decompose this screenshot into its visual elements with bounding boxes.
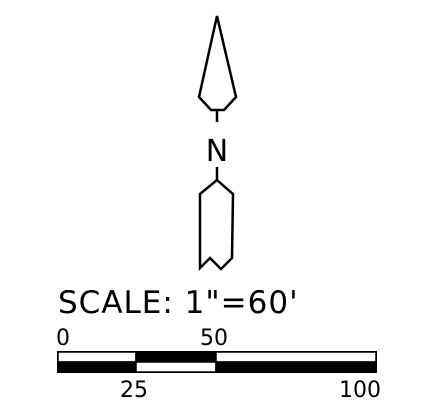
scale-text: SCALE: 1"=60' bbox=[58, 285, 299, 321]
north-label: N bbox=[206, 134, 228, 169]
scale-bar-seg-bottom-1 bbox=[57, 361, 137, 373]
scale-tick-0: 0 bbox=[56, 326, 70, 351]
north-arrow-head bbox=[197, 15, 238, 112]
scale-bar-seg-bottom-2 bbox=[135, 361, 217, 373]
scale-bar-seg-bottom-3 bbox=[215, 361, 377, 373]
scale-tick-100: 100 bbox=[339, 378, 381, 403]
scale-tick-25: 25 bbox=[120, 378, 148, 403]
scale-bar-seg-top-2 bbox=[135, 351, 217, 363]
scale-bar-seg-top-1 bbox=[57, 351, 137, 363]
north-arrow-tail bbox=[198, 178, 235, 272]
scale-tick-50: 50 bbox=[200, 326, 228, 351]
scale-bar-seg-top-3 bbox=[215, 351, 377, 363]
